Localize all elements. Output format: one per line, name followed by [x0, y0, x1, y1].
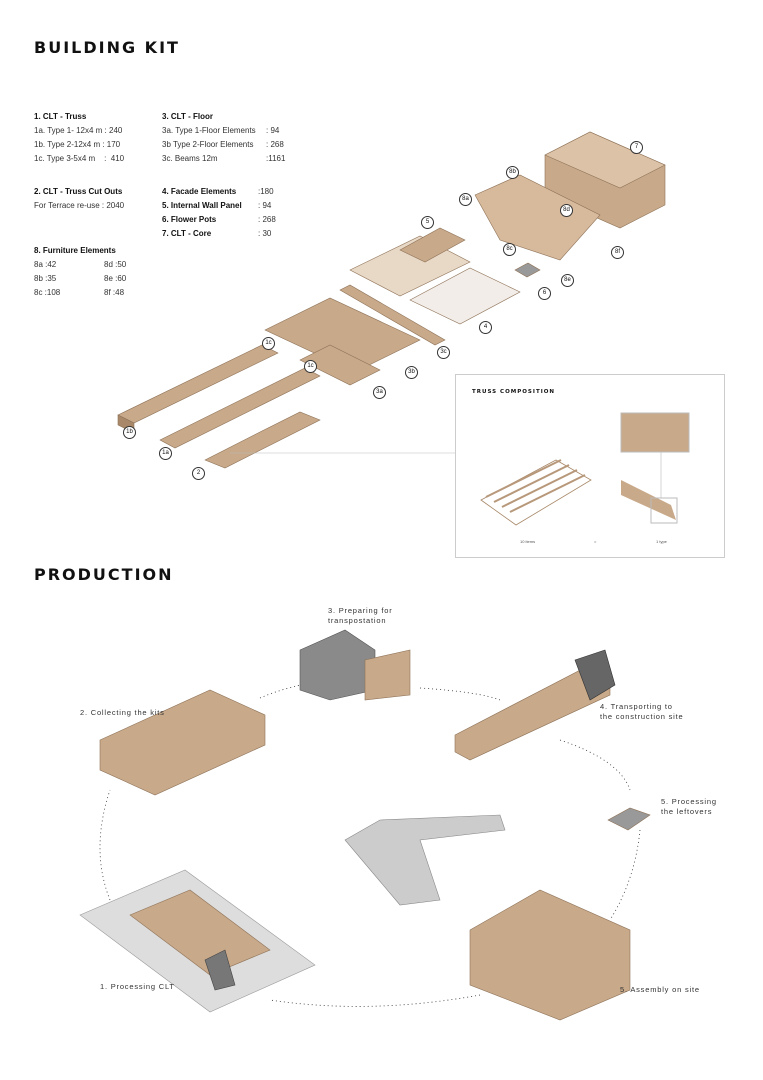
- kit-tag: 8f: [611, 246, 624, 259]
- legend-value: :1161: [266, 154, 286, 163]
- kit-tag: 8a: [459, 193, 472, 206]
- kit-tag: 7: [630, 141, 643, 154]
- crane: [344, 814, 506, 906]
- kit-tag: 3b: [405, 366, 418, 379]
- step-label: 5. Assembly on site: [620, 985, 700, 994]
- truss-1a: [159, 367, 321, 449]
- internal-wall-5: [399, 227, 466, 263]
- kit-tag: 2: [192, 467, 205, 480]
- step-label: 5. Processing the leftovers: [661, 797, 717, 816]
- production-title: PRODUCTION: [34, 565, 174, 584]
- beams-3c: [339, 284, 446, 346]
- cnc-clt-panel: [129, 889, 271, 976]
- truss-composition-panel: TRUSS COMPOSITION 10 items = 1 type: [455, 374, 725, 558]
- kit-tag: 3a: [373, 386, 386, 399]
- legend-others: 4. Facade Elements :180 5. Internal Wall …: [162, 185, 276, 241]
- kit-tag: 8e: [561, 274, 574, 287]
- kit-tag: 8d: [560, 204, 573, 217]
- kit-tag: 8b: [506, 166, 519, 179]
- forklift: [299, 629, 376, 701]
- truss-composition-title: TRUSS COMPOSITION: [472, 389, 556, 395]
- legend-item: 1b. Type 2-12x4 m : 170: [34, 140, 121, 149]
- truss-1b: [117, 344, 279, 424]
- kit-tag: 6: [538, 287, 551, 300]
- legend-item: 8e :60: [104, 274, 127, 283]
- kit-tag: 5: [421, 216, 434, 229]
- caption-items: 10 items: [520, 539, 536, 544]
- legend-heading: 3. CLT - Floor: [162, 112, 213, 121]
- floor-3a: [299, 344, 381, 386]
- legend-value: : 268: [266, 140, 284, 149]
- step-label: 2. Collecting the kits: [80, 708, 165, 717]
- legend-truss: 1. CLT - Truss 1a. Type 1- 12x4 m : 240 …: [34, 110, 124, 166]
- legend-value: : 268: [258, 215, 276, 224]
- facade-4: [409, 267, 521, 325]
- leftover-machine: [607, 807, 651, 831]
- assembly-structure: [469, 889, 631, 1021]
- legend-item: 8b :35: [34, 274, 57, 283]
- legend-item: 8f :48: [104, 288, 125, 297]
- legend-item: 1c. Type 3-5x4 m : 410: [34, 154, 125, 163]
- legend-item: 8c :108: [34, 288, 61, 297]
- process-cycle-path: [99, 679, 641, 1007]
- kit-tag: 3c: [437, 346, 450, 359]
- legend-value: :180: [258, 187, 274, 196]
- legend-heading: 5. Internal Wall Panel: [162, 201, 242, 210]
- truss-composition-drawing: [480, 412, 690, 526]
- legend-heading: 6. Flower Pots: [162, 215, 217, 224]
- forklift-panel: [364, 649, 411, 701]
- legend-cutouts: 2. CLT - Truss Cut Outs For Terrace re-u…: [34, 185, 124, 213]
- robot-arm: [204, 949, 236, 991]
- legend-value: : 94: [258, 201, 272, 210]
- legend-heading: 8. Furniture Elements: [34, 246, 116, 255]
- legend-item: 3a. Type 1-Floor Elements: [162, 126, 256, 135]
- step-label: 4. Transporting to the construction site: [600, 702, 684, 721]
- kit-tag: 1b: [123, 426, 136, 439]
- legend-heading: 2. CLT - Truss Cut Outs: [34, 187, 123, 196]
- legend-heading: 7. CLT - Core: [162, 229, 212, 238]
- cutouts-2: [204, 411, 321, 469]
- legend-item: 3c. Beams 12m: [162, 154, 218, 163]
- kit-stack: [99, 689, 266, 796]
- legend-value: : 94: [266, 126, 280, 135]
- kit-tag: 8c: [503, 243, 516, 256]
- step-label: 1. Processing CLT: [100, 982, 175, 991]
- caption-type: 1 type: [656, 539, 667, 544]
- legend-item: For Terrace re-use : 2040: [34, 201, 125, 210]
- legend-item: 3b Type 2-Floor Elements: [162, 140, 254, 149]
- kit-tag: 1c: [262, 337, 275, 350]
- building-kit-title: BUILDING KIT: [34, 38, 180, 57]
- clt-core-top: [544, 131, 666, 189]
- legend-item: 8d :50: [104, 260, 127, 269]
- legend-heading: 4. Facade Elements: [162, 187, 237, 196]
- flower-pot-6: [514, 262, 541, 278]
- legend-item: 8a :42: [34, 260, 57, 269]
- truck-cab: [574, 649, 616, 701]
- caption-equals: =: [594, 539, 597, 544]
- legend-value: : 30: [258, 229, 272, 238]
- step-label: 3. Preparing for transpostation: [328, 606, 393, 625]
- kit-tag: 4: [479, 321, 492, 334]
- kit-tag: 1c: [304, 360, 317, 373]
- legend-floor: 3. CLT - Floor 3a. Type 1-Floor Elements…: [162, 110, 285, 166]
- legend-furniture: 8. Furniture Elements 8a :42 8d :50 8b :3…: [34, 244, 126, 300]
- legend-heading: 1. CLT - Truss: [34, 112, 87, 121]
- kit-tag: 1a: [159, 447, 172, 460]
- legend-item: 1a. Type 1- 12x4 m : 240: [34, 126, 123, 135]
